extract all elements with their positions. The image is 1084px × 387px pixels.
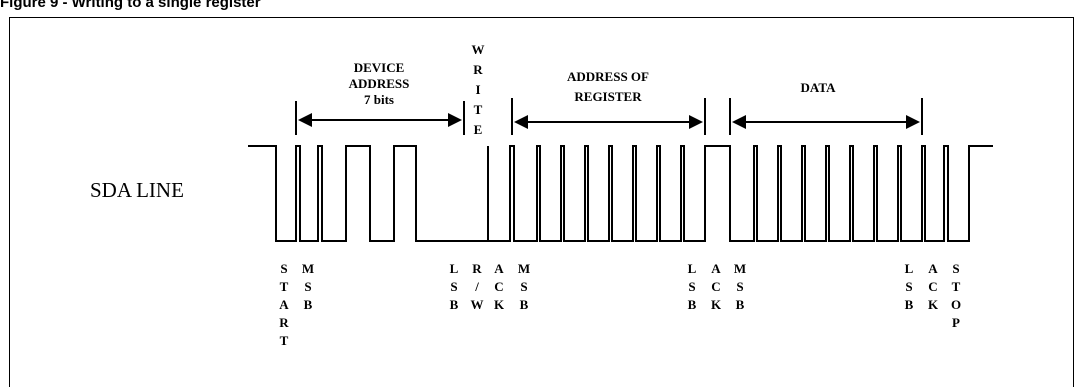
data-label: DATA (801, 80, 837, 95)
bit-label-ack-3: ACK (928, 261, 939, 312)
bit-label-char: A (494, 261, 504, 276)
data-arrow (729, 98, 923, 135)
bit-label-char: S (520, 279, 527, 294)
device-address-arrow (295, 101, 465, 135)
bit-label-char: B (688, 297, 697, 312)
write-char-5: E (474, 122, 483, 137)
bit-label-char: S (280, 261, 287, 276)
bit-label-lsb-2: LSB (688, 261, 697, 312)
bit-label-ack-1: ACK (494, 261, 505, 312)
register-address-arrow (511, 98, 706, 135)
bit-label-char: A (928, 261, 938, 276)
bit-label-char: S (304, 279, 311, 294)
bit-label-char: S (736, 279, 743, 294)
device-address-line-1: DEVICE (354, 60, 405, 75)
bit-label-char: S (688, 279, 695, 294)
bit-label-char: / (474, 279, 479, 294)
bit-label-char: O (951, 297, 961, 312)
bit-label-char: K (711, 297, 722, 312)
bit-label-char: B (304, 297, 313, 312)
bit-label-msb-1: MSB (302, 261, 314, 312)
bit-label-lsb-3: LSB (905, 261, 914, 312)
sda-line-label: SDA LINE (90, 178, 184, 202)
bit-label-char: B (736, 297, 745, 312)
bit-label-char: R (472, 261, 482, 276)
register-address-line-2: REGISTER (574, 89, 642, 104)
bit-label-char: M (302, 261, 314, 276)
bit-label-msb-2: MSB (518, 261, 530, 312)
device-address-line-3: 7 bits (364, 92, 394, 107)
bit-label-rw: R / W (471, 261, 484, 312)
bit-label-lsb-1: LSB (450, 261, 459, 312)
bit-label-char: S (905, 279, 912, 294)
bit-label-msb-3: MSB (734, 261, 746, 312)
bit-label-char: T (952, 279, 961, 294)
bit-label-char: L (688, 261, 697, 276)
sda-waveform (248, 145, 993, 242)
bit-label-char: K (494, 297, 505, 312)
bit-label-char: A (711, 261, 721, 276)
bit-label-char: C (928, 279, 937, 294)
bit-label-char: B (450, 297, 459, 312)
bit-label-char: A (279, 297, 289, 312)
bit-label-char: C (711, 279, 720, 294)
bit-label-char: K (928, 297, 939, 312)
bit-label-char: L (905, 261, 914, 276)
device-address-line-2: ADDRESS (349, 76, 410, 91)
write-char-3: I (475, 82, 480, 97)
bit-label-char: C (494, 279, 503, 294)
bit-label-char: S (450, 279, 457, 294)
bit-label-char: P (952, 315, 960, 330)
bit-label-char: T (280, 333, 289, 348)
bit-label-char: B (520, 297, 529, 312)
bit-label-char: R (279, 315, 289, 330)
bit-label-char: T (280, 279, 289, 294)
register-address-line-1: ADDRESS OF (567, 69, 649, 84)
bit-label-char: B (905, 297, 914, 312)
write-char-1: W (472, 42, 485, 57)
bit-label-char: W (471, 297, 484, 312)
bit-label-char: L (450, 261, 459, 276)
write-char-2: R (473, 62, 483, 77)
bit-label-ack-2: ACK (711, 261, 722, 312)
bit-label-char: M (518, 261, 530, 276)
bit-label-char: M (734, 261, 746, 276)
write-char-4: T (474, 102, 483, 117)
bit-label-char: S (952, 261, 959, 276)
diagram-frame (9, 17, 1074, 387)
figure-title: Figure 9 - Writing to a single register (0, 0, 261, 10)
